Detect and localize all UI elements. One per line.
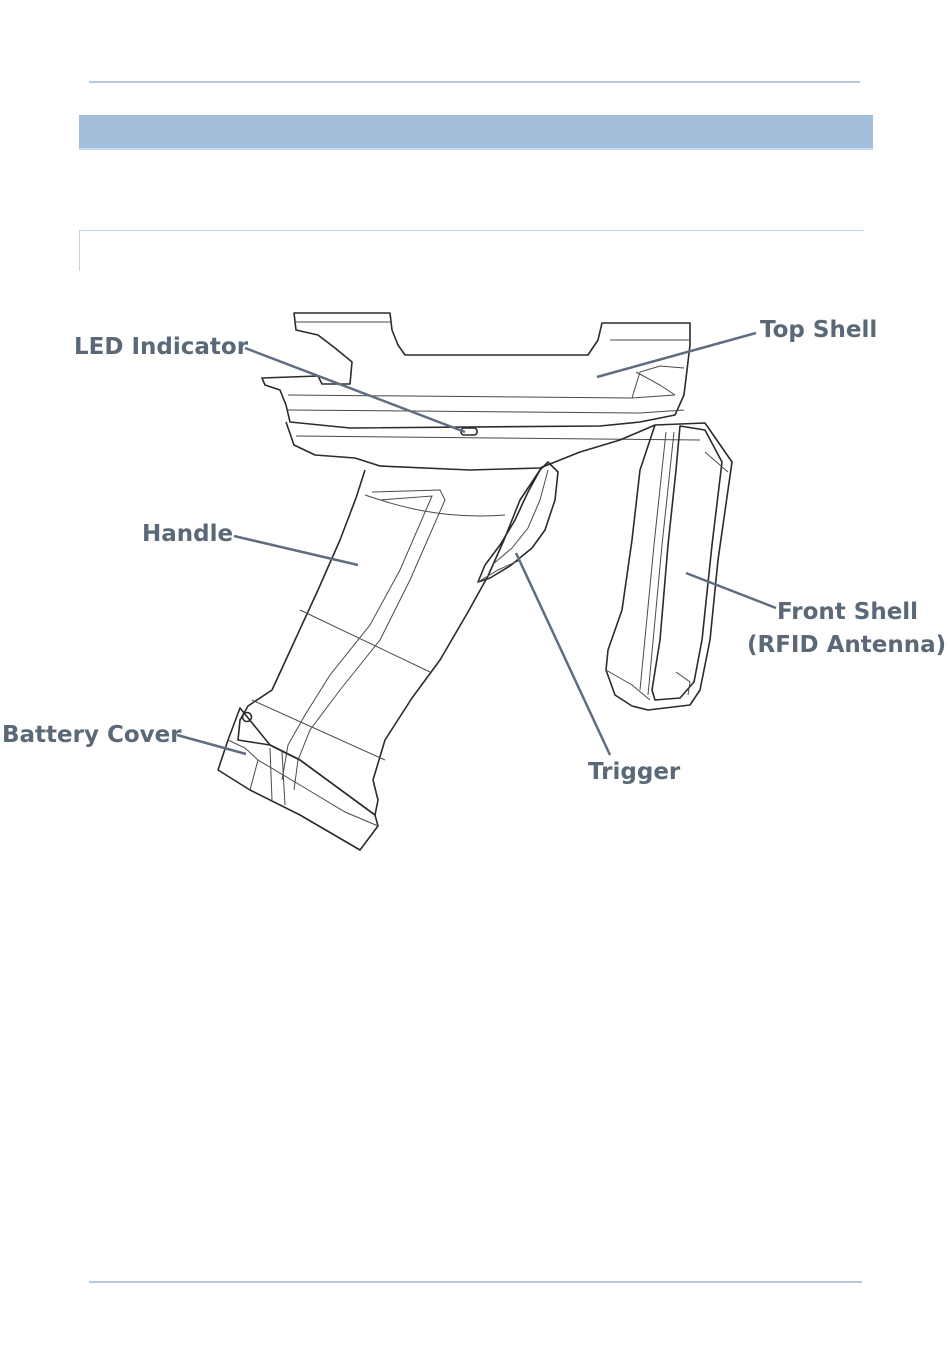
top-shell-part [262, 313, 700, 470]
trigger-part [478, 462, 558, 582]
battery-cover-label: Battery Cover [2, 722, 182, 748]
handle-label: Handle [142, 521, 233, 547]
battery-cover-part [218, 708, 378, 850]
front-shell-part [606, 423, 732, 710]
front-shell-label: Front Shell [777, 599, 918, 625]
front-shell-leader [686, 573, 776, 608]
battery-cover-leader [177, 735, 246, 754]
footer-rule [89, 1281, 862, 1283]
top-shell-label: Top Shell [760, 317, 877, 343]
trigger-label: Trigger [588, 759, 681, 785]
trigger-leader [516, 553, 610, 755]
handle-part [238, 470, 540, 815]
callout-labels: LED Indicator Top Shell Handle Front She… [2, 317, 946, 785]
rfid-antenna-label: (RFID Antenna) [747, 632, 946, 658]
led-indicator-label: LED Indicator [74, 334, 249, 360]
